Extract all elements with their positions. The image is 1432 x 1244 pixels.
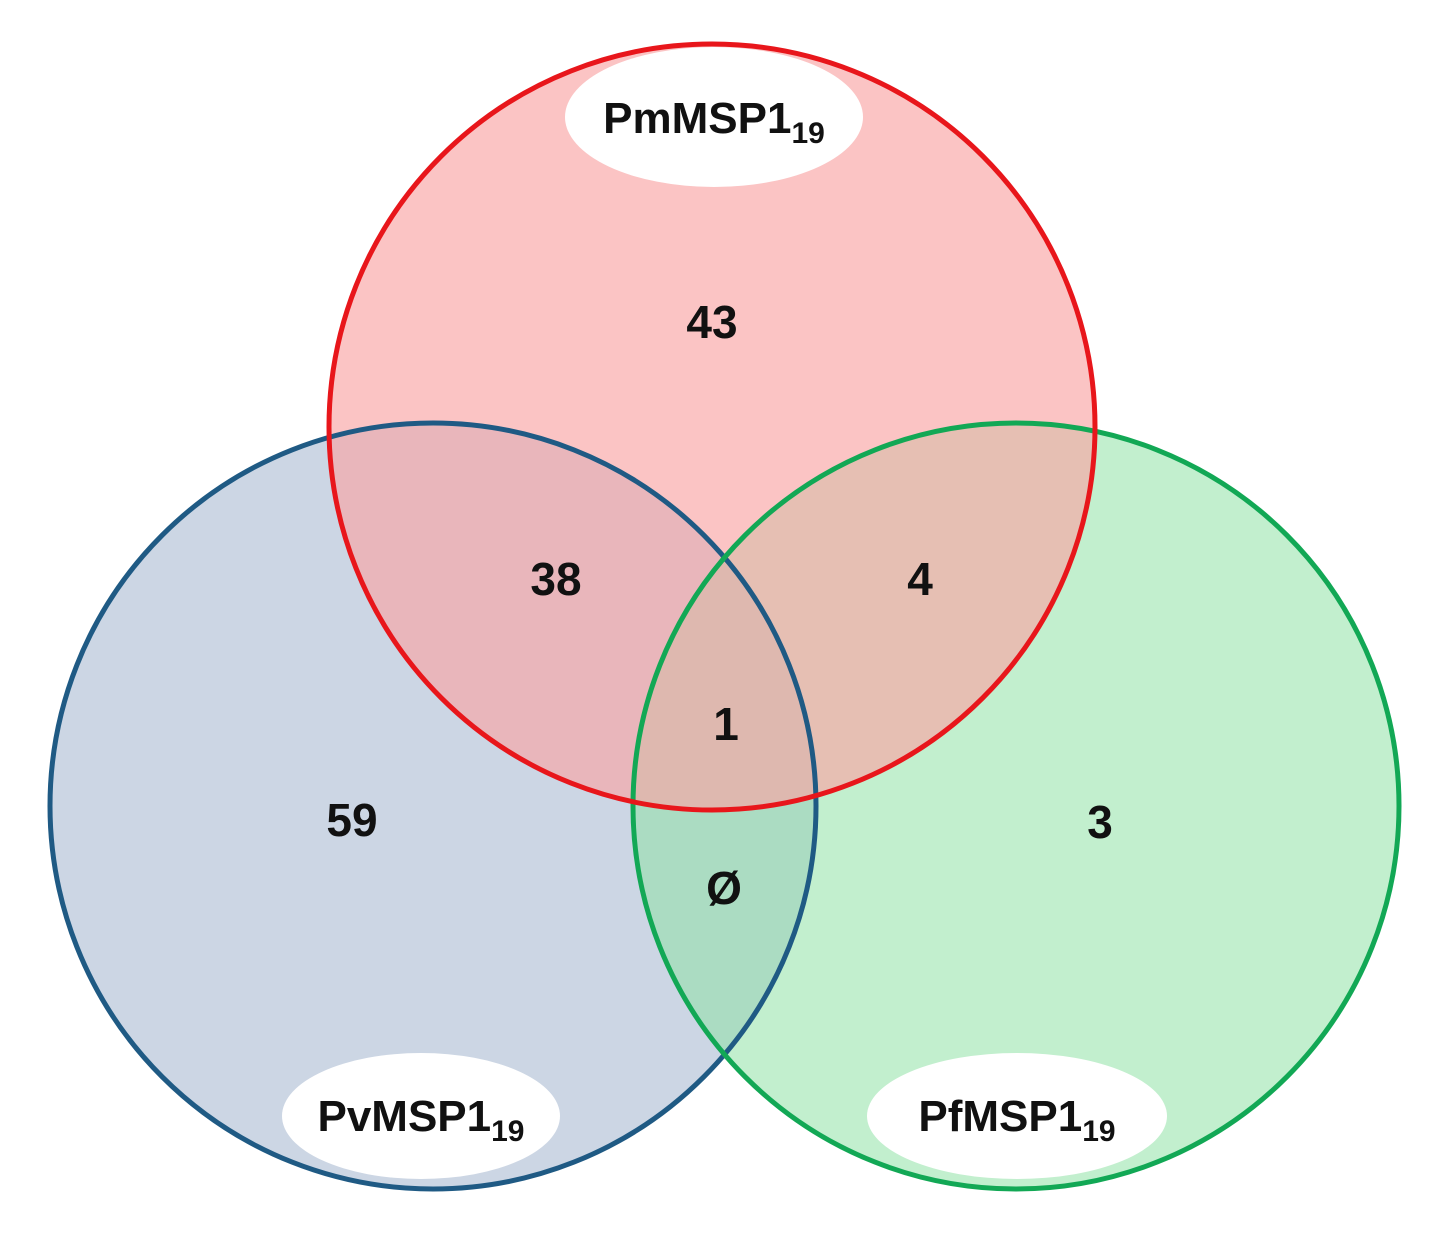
set-label-pm: PmMSP119	[603, 94, 825, 150]
label-bg-pf	[867, 1053, 1167, 1179]
label-bg-pv	[282, 1053, 560, 1179]
set-outline-pm	[326, 41, 1098, 813]
label-bg-pm	[565, 47, 863, 187]
count-pm-pv-pf: 1	[713, 698, 739, 750]
count-pv-pf: Ø	[706, 862, 742, 914]
set-outline-pf	[630, 420, 1402, 1192]
count-pm-only: 43	[686, 296, 737, 348]
set-circle-pm	[329, 44, 1095, 810]
count-pv-only: 59	[326, 794, 377, 846]
set-label-pf: PfMSP119	[918, 1092, 1115, 1148]
count-pf-only: 3	[1087, 796, 1113, 848]
count-pm-pf: 4	[907, 553, 933, 605]
set-label-pv: PvMSP119	[317, 1092, 524, 1148]
count-pm-pv: 38	[530, 553, 581, 605]
set-outline-pv	[47, 420, 819, 1192]
